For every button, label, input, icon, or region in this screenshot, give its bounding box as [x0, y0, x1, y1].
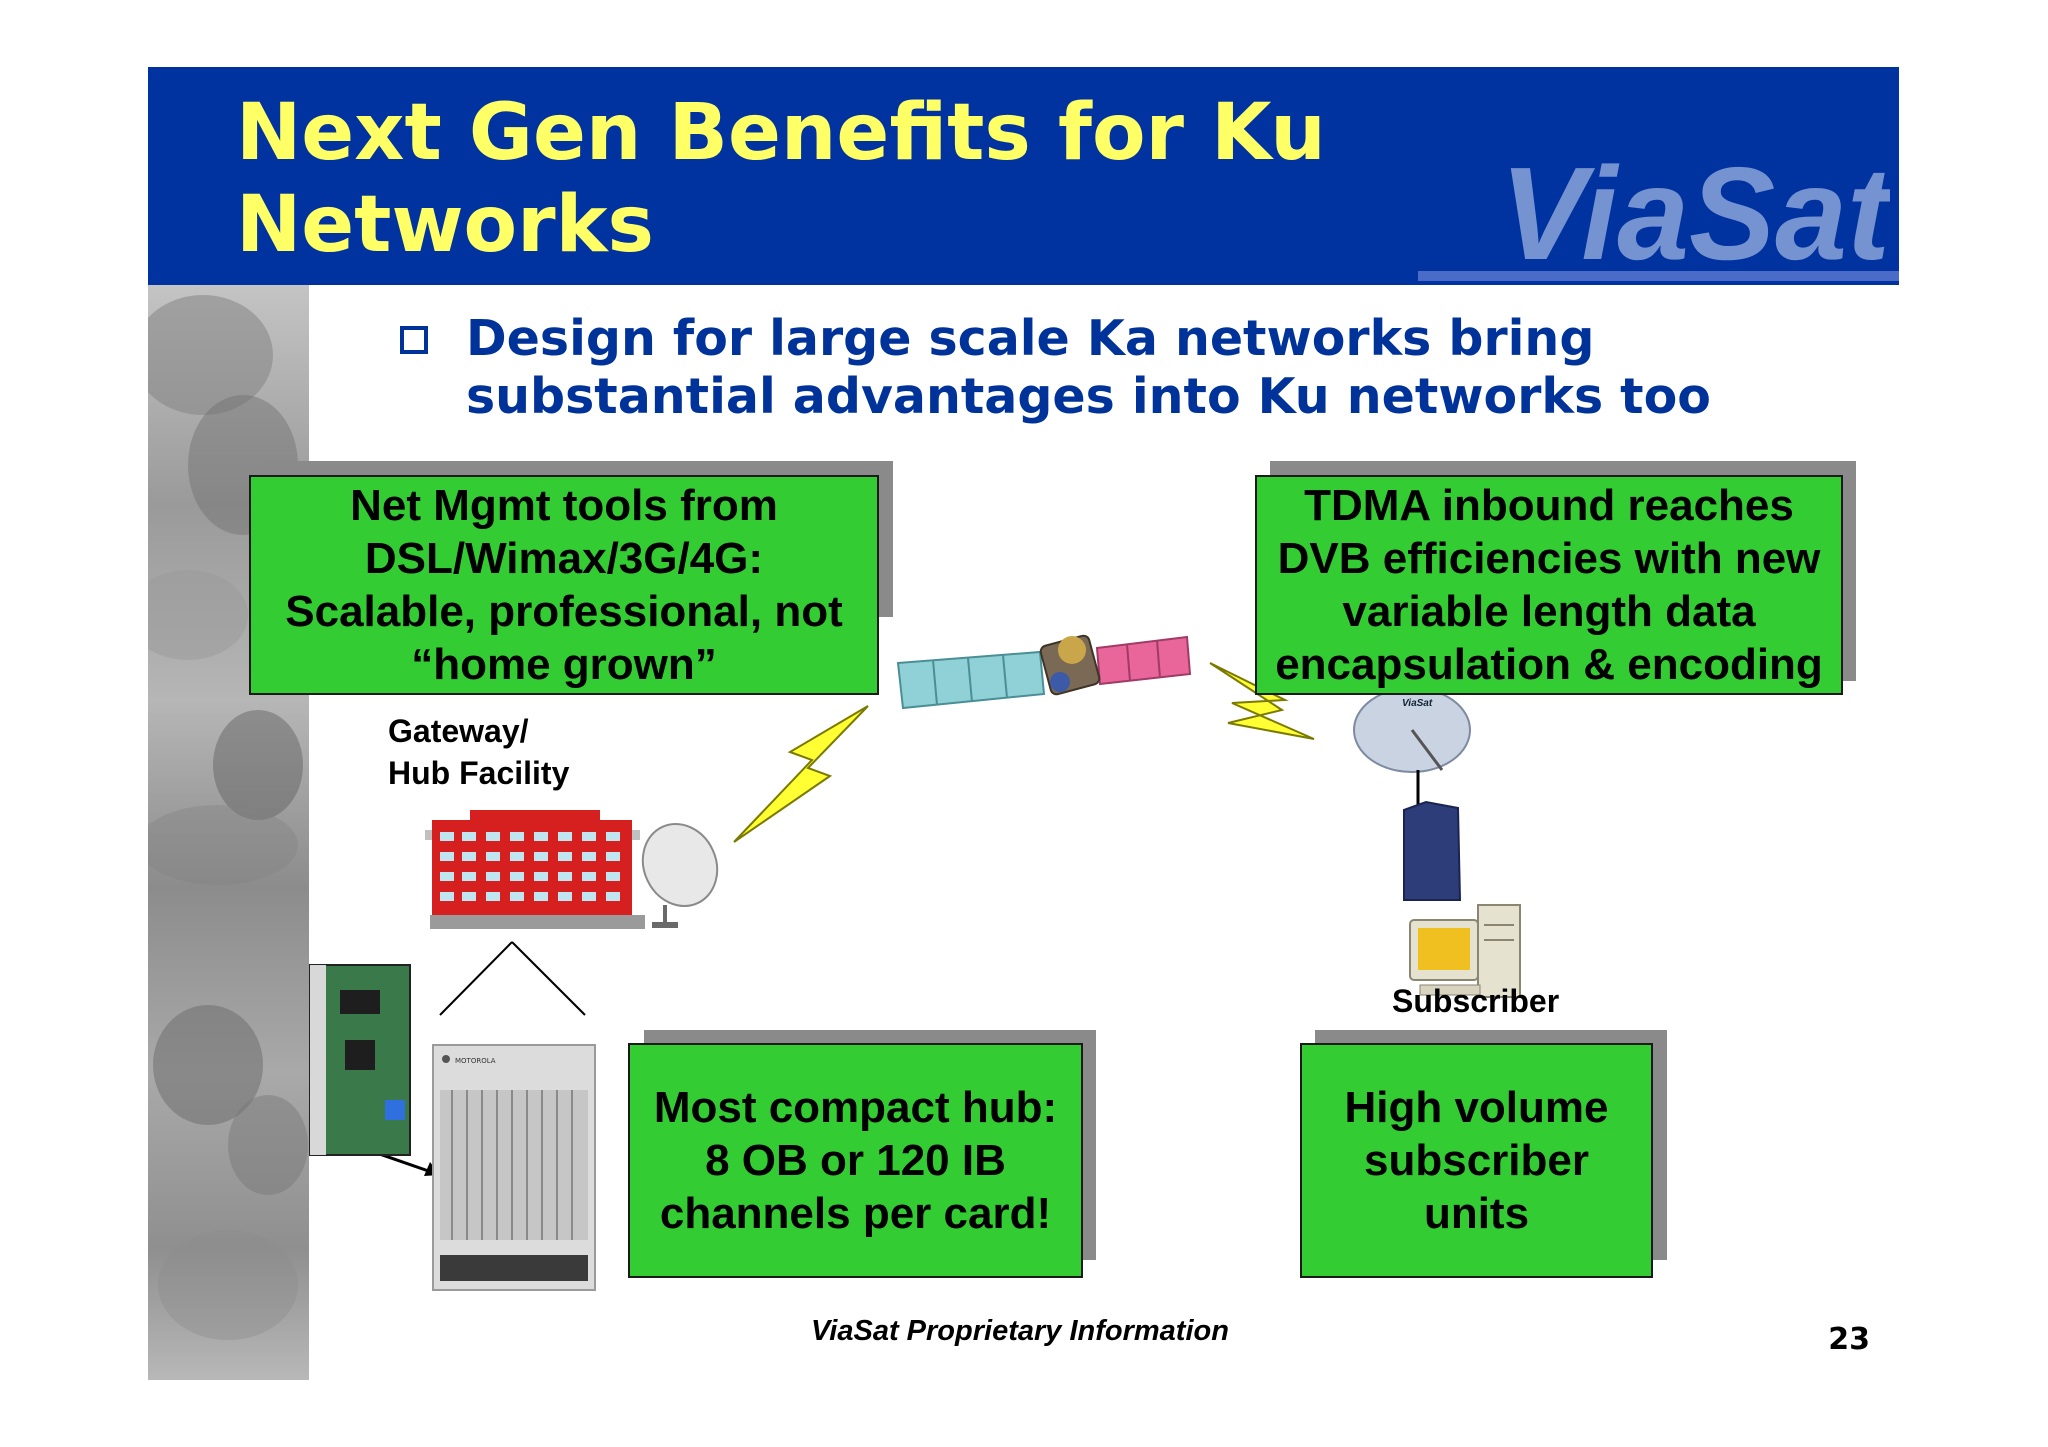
subscriber-dish-icon: ViaSat	[1353, 687, 1471, 808]
circuit-card-icon	[309, 964, 411, 1156]
computer-icon	[1409, 904, 1521, 998]
modem-icon	[1403, 800, 1462, 901]
callout-tdma: TDMA inbound reaches DVB efficiencies wi…	[1255, 475, 1843, 695]
hub-dish-icon	[641, 823, 719, 928]
subscriber-label: Subscriber	[1392, 983, 1560, 1019]
callout-high-volume-text: High volume subscriber units	[1344, 1083, 1609, 1238]
chassis-brand-label: MOTOROLA	[455, 1057, 496, 1065]
gateway-label: Gateway/ Hub Facility	[388, 713, 570, 791]
connector-line	[439, 941, 513, 1016]
bullet-point: Design for large scale Ka networks bring…	[400, 310, 1800, 426]
bullet-text: Design for large scale Ka networks bring…	[466, 310, 1711, 425]
callout-tdma-text: TDMA inbound reaches DVB efficiencies wi…	[1275, 481, 1823, 689]
callout-net-mgmt: Net Mgmt tools from DSL/Wimax/3G/4G: Sca…	[249, 475, 879, 695]
callout-high-volume: High volume subscriber units	[1300, 1043, 1653, 1278]
viasat-logo-text: ViaSat	[1500, 147, 1890, 287]
callout-compact-hub: Most compact hub: 8 OB or 120 IB channel…	[628, 1043, 1083, 1278]
hub-chassis-icon: MOTOROLA	[432, 1044, 596, 1291]
callout-compact-hub-text: Most compact hub: 8 OB or 120 IB channel…	[653, 1083, 1058, 1238]
lightning-bolt-icon	[733, 705, 869, 843]
viasat-logo: ViaSat	[1500, 147, 1890, 287]
lightning-bolt-icon	[1209, 662, 1315, 740]
dish-brand-label: ViaSat	[1402, 698, 1433, 709]
hub-building-icon	[425, 810, 645, 929]
satellite-icon	[896, 634, 1192, 710]
header-band: Next Gen Benefits for Ku Networks ViaSat	[148, 67, 1899, 287]
connector-line	[511, 941, 586, 1016]
callout-net-mgmt-text: Net Mgmt tools from DSL/Wimax/3G/4G: Sca…	[285, 481, 843, 689]
slide-title: Next Gen Benefits for Ku Networks	[236, 88, 1326, 270]
bullet-checkbox-icon	[400, 326, 428, 354]
page-number: 23	[1828, 1322, 1870, 1357]
logo-underline	[1418, 271, 1899, 281]
footer-proprietary-text: ViaSat Proprietary Information	[811, 1315, 1229, 1347]
